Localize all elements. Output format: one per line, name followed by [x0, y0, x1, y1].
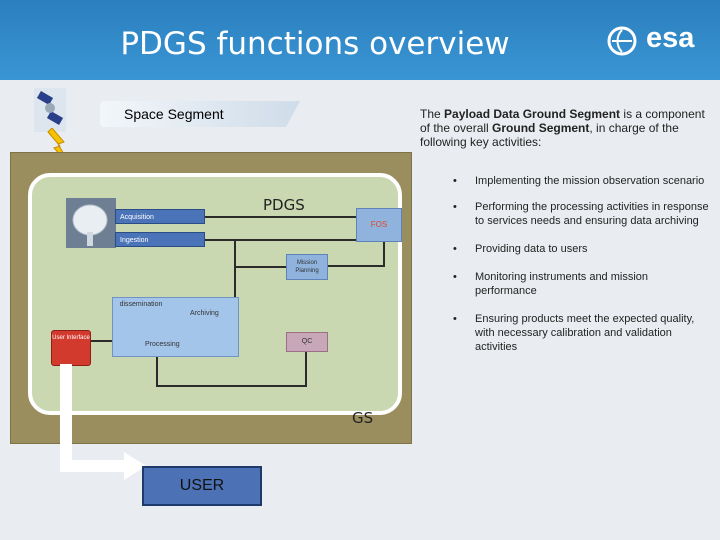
esa-logo-text: esa — [646, 22, 695, 54]
ingestion-box: Ingestion — [115, 232, 205, 247]
dissemination-label: dissemination — [119, 301, 163, 308]
connector-acq-fos — [205, 216, 356, 218]
pdgs-description: The Payload Data Ground Segment is a com… — [420, 107, 705, 149]
user-interface-box: User Interface — [51, 330, 91, 366]
mission-planning-box: Mission Planning — [286, 254, 328, 280]
pdgs-label: PDGS — [263, 196, 305, 214]
space-segment-banner: Space Segment — [100, 101, 300, 127]
connector-fos-down — [383, 240, 385, 266]
gs-label: GS — [352, 409, 374, 427]
slide-title: PDGS functions overview — [120, 26, 510, 62]
bold-term-gs: Ground Segment — [492, 121, 590, 135]
esa-logo: esa — [606, 22, 716, 56]
archiving-label: Archiving — [190, 310, 219, 317]
list-item: •Providing data to users — [453, 243, 588, 255]
list-item: •Monitoring instruments and mission perf… — [453, 271, 649, 297]
antenna-dish-icon — [66, 198, 116, 248]
qc-box: QC — [286, 332, 328, 352]
satellite-icon — [34, 88, 66, 132]
processing-label: Processing — [145, 341, 180, 348]
connector-ing — [205, 239, 385, 241]
header-bar: PDGS functions overview esa — [0, 0, 720, 80]
connector-mp-left — [236, 266, 286, 268]
acquisition-box: Acquisition — [115, 209, 205, 224]
fos-box: FOS — [356, 208, 402, 242]
user-box: USER — [142, 466, 262, 506]
list-item: •Performing the processing activities in… — [453, 201, 709, 227]
connector-mp — [328, 265, 385, 267]
bold-term-pdgs: Payload Data Ground Segment — [444, 107, 621, 121]
connector-qc-bottom — [156, 385, 307, 387]
connector-dia-down — [156, 355, 158, 386]
connector-ui — [91, 340, 113, 342]
dissemination-archiving-box — [112, 297, 239, 357]
connector-ing-down — [234, 240, 236, 298]
list-item: •Implementing the mission observation sc… — [453, 175, 705, 187]
list-item: •Ensuring products meet the expected qua… — [453, 313, 695, 353]
activity-list: •Implementing the mission observation sc… — [445, 174, 710, 354]
user-arrow-icon — [60, 364, 146, 480]
connector-qc-down — [305, 350, 307, 386]
esa-globe-icon — [607, 26, 637, 56]
